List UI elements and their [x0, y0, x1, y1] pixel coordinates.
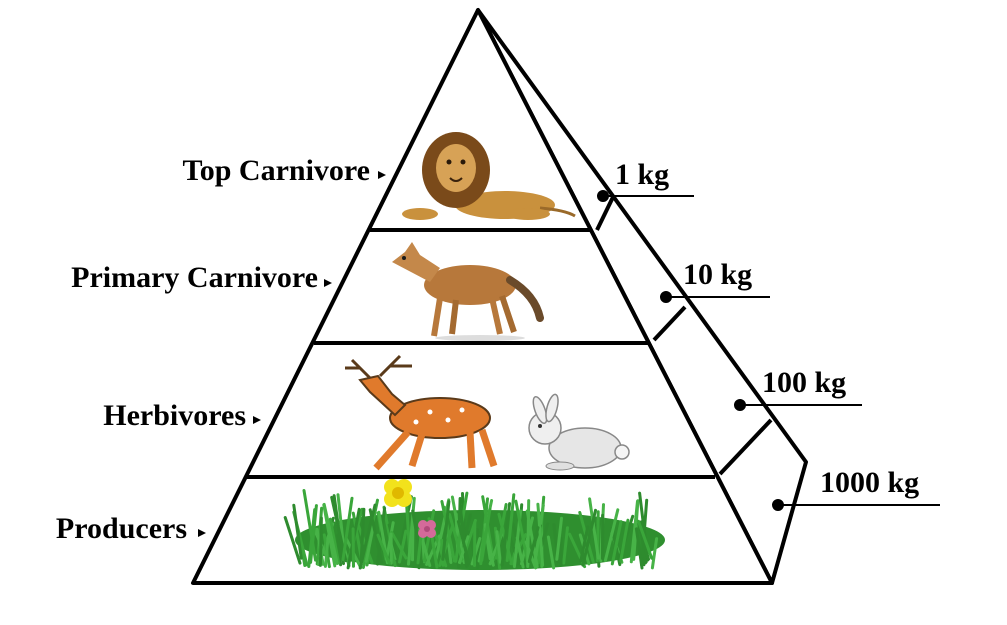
grass-blade [320, 518, 321, 565]
arrow-icon [324, 279, 332, 287]
mass-herbivores: 100 kg [762, 366, 846, 399]
label-producers: Producers [56, 512, 187, 545]
mass-producers: 1000 kg [820, 466, 919, 499]
mass-primary-carnivore: 10 kg [683, 258, 752, 291]
grass-blade [528, 501, 529, 567]
arrow-icon [198, 529, 206, 537]
yellow-flower-icon [384, 479, 412, 507]
mass-top-carnivore: 1 kg [615, 158, 669, 191]
arrow-icon [378, 171, 386, 179]
pink-flower-icon [418, 520, 436, 538]
arrow-icon [253, 416, 261, 424]
label-top-carnivore: Top Carnivore [182, 154, 370, 187]
label-herbivores: Herbivores [103, 399, 246, 432]
label-primary-carnivore: Primary Carnivore [71, 261, 318, 294]
